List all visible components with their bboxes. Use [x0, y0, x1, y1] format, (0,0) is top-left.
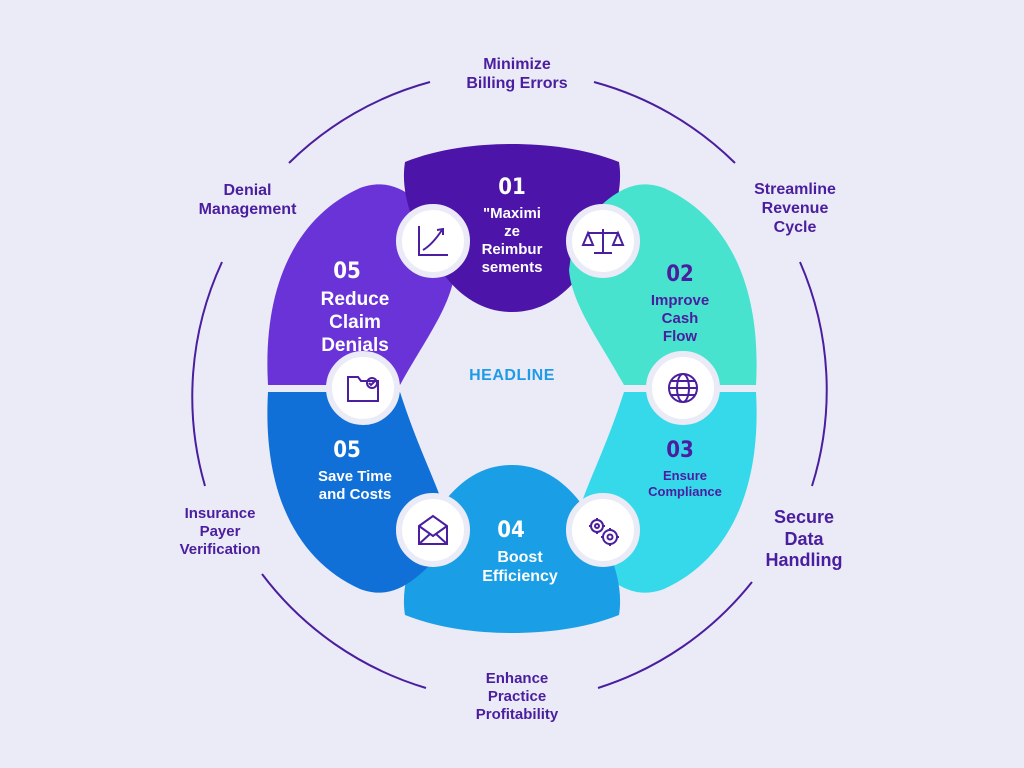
- segment-05-top-number: 05: [333, 259, 361, 284]
- outer-label-secure-data-handling: Secure Data Handling: [765, 507, 843, 571]
- outer-label-insurance-payer-verification: Insurance Payer Verification: [179, 505, 261, 558]
- segment-01-number: 01: [498, 175, 526, 200]
- gears-icon: [589, 518, 619, 546]
- segment-05-top-text: Reduce Claim Denials: [320, 289, 390, 356]
- segment-01-text: "Maximi ze Reimbur sements: [481, 205, 543, 276]
- outer-label-enhance-practice-profitability: Enhance Practice Profitability: [475, 670, 559, 723]
- headline: HEADLINE: [469, 367, 555, 384]
- ring-arc-left: [191, 261, 223, 487]
- gears-badge: [566, 493, 640, 567]
- ring-arc-bottom-right: [597, 581, 753, 689]
- balance-scale-icon: [581, 229, 625, 254]
- segment-05-bottom-number: 05: [333, 438, 361, 463]
- globe-icon: [668, 373, 698, 403]
- segment-05-bottom-text: Save Time and Costs: [318, 468, 392, 503]
- growth-chart-icon: [418, 226, 448, 256]
- segment-04-text: Boost Efficiency: [482, 549, 558, 586]
- envelope-icon: [418, 514, 448, 545]
- ring-arc-bottom-left: [261, 573, 427, 689]
- segment-04-number: 04: [497, 518, 525, 543]
- ring-arc-right: [799, 261, 828, 487]
- segment-02-text: Improve Cash Flow: [650, 292, 710, 345]
- balance-scale-badge: [566, 204, 640, 278]
- folder-check-icon: [347, 376, 379, 402]
- outer-label-denial-management: Denial Management: [198, 182, 297, 219]
- petal-01: [403, 144, 621, 312]
- folder-check-badge: [326, 351, 400, 425]
- outer-ring: [191, 81, 828, 689]
- growth-chart-badge: [396, 204, 470, 278]
- icon-circles: [326, 204, 720, 567]
- ring-arc-top-right: [593, 81, 736, 164]
- ring-arc-top-left: [288, 81, 431, 164]
- envelope-badge: [396, 493, 470, 567]
- outer-label-streamline-revenue-cycle: Streamline Revenue Cycle: [754, 181, 836, 237]
- globe-badge: [646, 351, 720, 425]
- segment-03-number: 03: [666, 438, 694, 463]
- segment-03-text: Ensure Compliance: [648, 468, 722, 499]
- outer-label-minimize-billing-errors: Minimize Billing Errors: [466, 56, 568, 93]
- segment-02-number: 02: [666, 262, 694, 287]
